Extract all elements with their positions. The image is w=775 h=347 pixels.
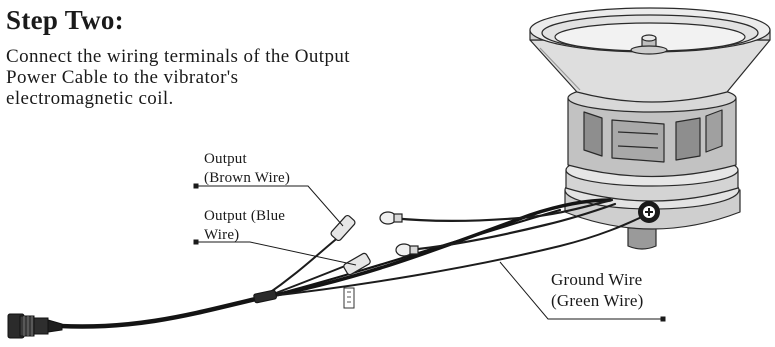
ground-wire	[261, 213, 649, 298]
instruction-line: electromagnetic coil.	[6, 88, 174, 109]
instruction-line: Connect the wiring terminals of the Outp…	[6, 46, 350, 67]
output-terminals	[330, 214, 371, 276]
step-title: Step Two:	[6, 5, 124, 35]
cables	[57, 198, 649, 329]
ground-wire-label: Ground Wire (Green Wire)	[551, 269, 644, 311]
label-line: Wire)	[204, 227, 240, 243]
label-line: (Green Wire)	[551, 291, 644, 310]
ground-screw	[638, 201, 660, 223]
label-line: Output (Blue	[204, 208, 286, 224]
aviation-connector	[7, 313, 63, 339]
label-line: (Brown Wire)	[204, 170, 291, 186]
leader-blue	[196, 241, 357, 266]
step-instruction: Connect the wiring terminals of the Outp…	[6, 46, 426, 109]
callout-lines	[193, 183, 666, 322]
vibrator-foot	[627, 227, 657, 250]
leader-brown	[196, 185, 344, 227]
brown-terminal	[330, 214, 356, 242]
output-blue-label: Output (Blue Wire)	[204, 207, 285, 245]
output-brown-label: Output (Brown Wire)	[204, 150, 290, 188]
brown-output-wire	[264, 235, 341, 297]
leader-ground	[499, 261, 663, 320]
bowl-cone	[529, 39, 771, 103]
label-line: Ground Wire	[551, 270, 643, 289]
main-power-cable	[57, 295, 263, 329]
coil-terminals	[379, 211, 419, 257]
blue-terminal	[343, 252, 371, 276]
wire-tag	[343, 287, 355, 309]
label-line: Output	[204, 151, 247, 167]
instruction-line: Power Cable to the vibrator's	[6, 67, 239, 88]
